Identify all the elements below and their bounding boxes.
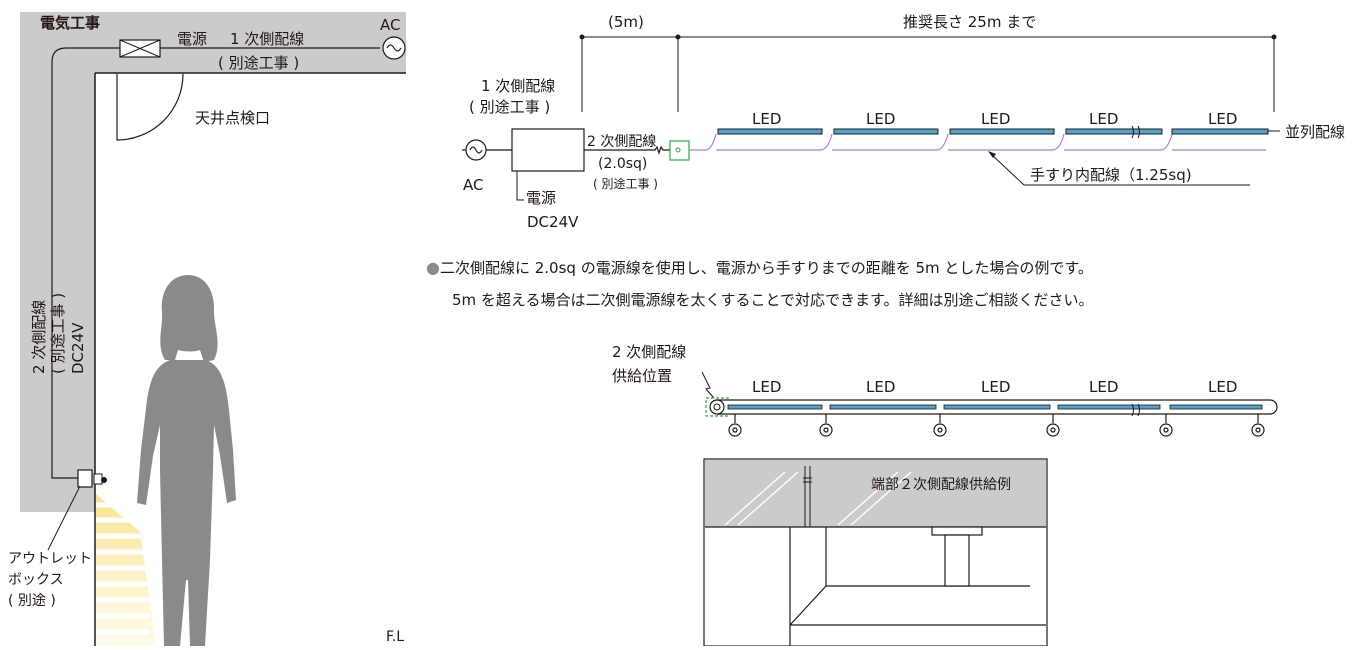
outlet-box-label-1: アウトレット (8, 551, 92, 567)
diagram-primary-note: ( 別途工事 ) (469, 98, 550, 116)
example-ceiling-band (705, 460, 1046, 527)
handrail-diagram (701, 371, 1278, 647)
note-line-1-text: 二次側配線に 2.0sq の電源線を使用し、電源から手すりまでの距離を 5m と… (439, 259, 1093, 277)
wall-cavity (20, 12, 406, 512)
rail-wiring-leader (989, 152, 1250, 186)
light-beam (96, 494, 156, 646)
secondary-wiring-line-2: ( 別途工事 ) (49, 293, 67, 374)
diagram-secondary-wiring: 2 次側配線 (587, 134, 656, 150)
example-post (944, 534, 970, 587)
led-bar (949, 128, 1055, 135)
wall-power-label: 電源 (177, 30, 207, 48)
bracket (819, 414, 833, 437)
rail-wiring-arrow (988, 151, 996, 158)
led-label: LED (1089, 378, 1118, 396)
led-label: LED (981, 378, 1010, 396)
floor-level-label: F.L (386, 629, 404, 645)
note-line-2: 5m を超える場合は二次側電源線を太くすることで対応できます。詳細は別途ご相談く… (452, 290, 1094, 310)
led-bar (1171, 128, 1269, 135)
bracket (1251, 414, 1265, 437)
outlet-leader (47, 485, 81, 551)
glass-reflection (724, 471, 912, 526)
led-label: LED (1208, 378, 1237, 396)
led-bar (833, 128, 939, 135)
led-bar (717, 128, 823, 135)
led-label: LED (866, 110, 895, 128)
wall-primary-wiring: 1 次側配線 (230, 30, 304, 48)
ac-source-icon (462, 139, 487, 161)
secondary-wiring-line-3: DC24V (69, 322, 87, 374)
rail-wiring (689, 133, 1266, 151)
diagram-ac-label: AC (463, 176, 483, 194)
example-post-cap (931, 526, 983, 536)
power-supply-box (511, 128, 585, 172)
diagram-secondary-size: (2.0sq) (598, 156, 647, 172)
led-label: LED (1089, 110, 1118, 128)
diagram-power-label: 電源 (526, 189, 556, 207)
handrail-led-bars (727, 404, 1263, 410)
dim-dot (579, 34, 585, 40)
wall-heading: 電気工事 (40, 14, 100, 32)
led-bars (717, 128, 1269, 135)
supply-position-label-2: 供給位置 (612, 367, 672, 385)
example-wire (803, 466, 812, 527)
ceiling-hatch-swing (116, 73, 184, 141)
bracket (728, 414, 742, 437)
wall-ac-label: AC (380, 16, 400, 34)
secondary-wire (584, 145, 671, 155)
dim-short-label: (5m) (608, 13, 644, 31)
led-label: LED (752, 378, 781, 396)
wall-primary-note: ( 別途工事 ) (218, 54, 299, 72)
bullet-dot: ● (426, 258, 440, 277)
led-bar (1169, 404, 1263, 410)
outlet-box-label-3: ( 別途 ) (8, 592, 56, 609)
handrail-brackets (728, 414, 1265, 437)
note-line-1: ●二次側配線に 2.0sq の電源線を使用し、電源から手すりまでの距離を 5m … (426, 258, 1093, 278)
parallel-wiring-label: 並列配線 (1285, 123, 1345, 141)
led-bar (829, 404, 937, 410)
end-supply-example (703, 458, 1048, 647)
outlet-box-fixture (77, 469, 107, 488)
end-supply-example-label: 端部２次側配線供給例 (871, 477, 1011, 493)
ac-source-icon (382, 36, 406, 60)
diagram-secondary-note: ( 別途工事 ) (593, 176, 658, 191)
dimension-lines (581, 36, 1275, 112)
bracket (1046, 414, 1060, 437)
supply-position-label-1: 2 次側配線 (612, 343, 686, 361)
led-label: LED (1208, 110, 1237, 128)
wiring-route (51, 47, 380, 479)
ceiling-hatch-label: 天井点検口 (195, 109, 270, 127)
diagram-primary-wiring: 1 次側配線 (481, 77, 555, 95)
handrail-break-mark (1131, 403, 1140, 417)
led-bar (1065, 128, 1163, 135)
junction-box (669, 140, 690, 161)
wall-section (20, 12, 406, 646)
led-label: LED (981, 110, 1010, 128)
led-label: LED (866, 378, 895, 396)
power-supply-leader (516, 171, 524, 201)
wiring-diagram (462, 34, 1280, 201)
dim-long-label: 推奨長さ 25m まで (903, 13, 1036, 31)
led-bar (943, 404, 1051, 410)
led-bar (1057, 404, 1161, 410)
led-bar (727, 404, 823, 410)
dim-dot (675, 34, 681, 40)
dim-dot (1271, 34, 1277, 40)
note-line-2-text: 5m を超える場合は二次側電源線を太くすることで対応できます。詳細は別途ご相談く… (452, 291, 1094, 309)
outlet-box-label-2: ボックス (8, 572, 64, 588)
supply-lightning-leader (701, 371, 715, 399)
secondary-wiring-line-1: 2 次側配線 (30, 300, 48, 374)
secondary-wiring-vertical-label: 2 次側配線 ( 別途工事 ) DC24V (30, 293, 87, 374)
power-supply-symbol (119, 39, 161, 58)
diagram-power-voltage: DC24V (527, 213, 579, 231)
led-label: LED (752, 110, 781, 128)
person-silhouette (137, 275, 236, 646)
example-wall-bracket (789, 527, 1046, 646)
bracket (1159, 414, 1173, 437)
bracket (933, 414, 947, 437)
rail-wiring-label: 手すり内配線（1.25sq) (1030, 166, 1192, 184)
break-mark (1131, 125, 1140, 139)
